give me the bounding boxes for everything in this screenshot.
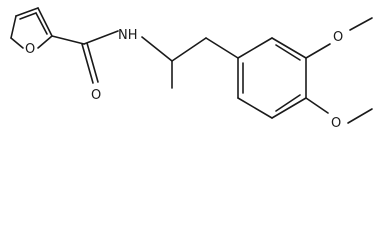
- benzene-ring: [237, 37, 307, 119]
- ring-inner-bond-c: [275, 94, 301, 112]
- furan-bond-c2-c3-inner: [35, 12, 48, 35]
- furan-bond-c5-o: [10, 37, 24, 49]
- furan-bond-o-c2: [37, 35, 53, 49]
- ring-bond-1-2: [237, 37, 273, 59]
- ring-bond-2-3: [271, 37, 307, 59]
- bond-carbonyl-nitrogen: [83, 30, 119, 45]
- amide-nitrogen-label: NH: [118, 28, 138, 43]
- atom-labels: O O NH O O: [25, 28, 343, 131]
- methoxy-oxygen-upper-label: O: [333, 30, 343, 45]
- bond-nitrogen-ch: [141, 36, 173, 62]
- ring-bond-5-6: [237, 97, 273, 119]
- bond-methoxy-upper-methyl: [349, 17, 373, 31]
- carbonyl-oxygen-label: O: [91, 88, 101, 103]
- bond-ring-methoxy-upper: [305, 43, 331, 59]
- molecule-diagram: O O NH O O: [10, 7, 373, 131]
- bond-carbonyl-double-b: [86, 42, 99, 83]
- furan-bond-c3-c4: [15, 7, 39, 17]
- furan-bond-c3-c4-inner: [19, 12, 37, 20]
- furan-bond-c4-c5: [10, 15, 17, 39]
- amide-group: [51, 30, 119, 84]
- ring-bond-4-5: [271, 97, 307, 119]
- methoxy-groups: [305, 17, 373, 124]
- bond-ch-ch2: [171, 37, 207, 62]
- alkyl-chain: [141, 36, 239, 89]
- bond-methoxy-lower-methyl: [347, 108, 373, 124]
- bond-ch2-ring: [205, 37, 239, 59]
- ring-inner-bond-b: [275, 44, 301, 61]
- bond-carbonyl-double-a: [81, 43, 94, 84]
- bond-c2-carbonyl-carbon: [51, 35, 85, 45]
- furan-oxygen-label: O: [25, 42, 35, 57]
- furan-ring: [10, 7, 53, 49]
- bond-ring-methoxy-lower: [305, 97, 329, 114]
- methoxy-oxygen-lower-label: O: [331, 116, 341, 131]
- furan-bond-c2-c3: [37, 7, 53, 37]
